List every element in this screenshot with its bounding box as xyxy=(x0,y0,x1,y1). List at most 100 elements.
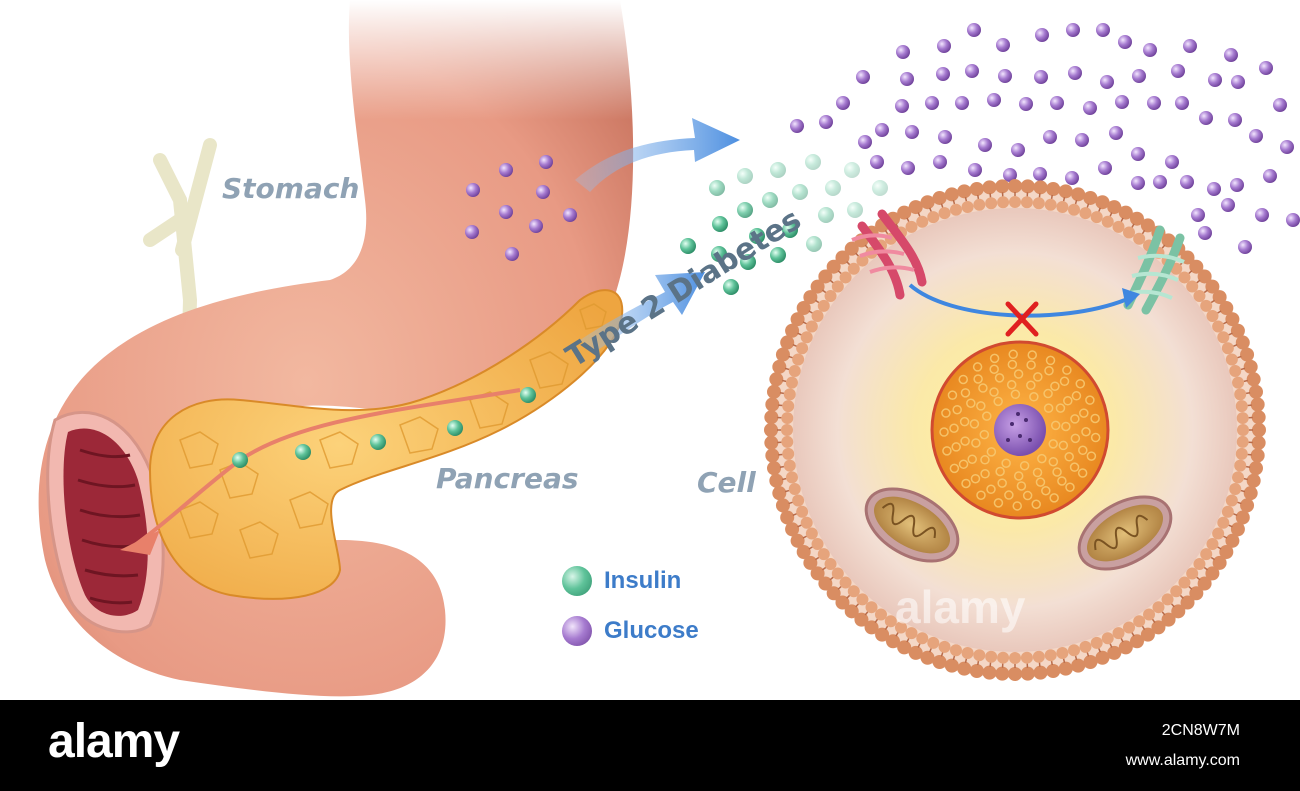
glucose-particle xyxy=(1075,133,1089,147)
glucose-particle xyxy=(996,38,1010,52)
legend-label-insulin: Insulin xyxy=(604,567,682,594)
glucose-particle xyxy=(539,155,553,169)
glucose-particle xyxy=(936,67,950,81)
glucose-particle xyxy=(1153,175,1167,189)
glucose-particle xyxy=(1034,70,1048,84)
glucose-particle xyxy=(1208,73,1222,87)
glucose-particle xyxy=(925,96,939,110)
glucose-particle xyxy=(1280,140,1294,154)
glucose-particle xyxy=(933,155,947,169)
insulin-particle xyxy=(872,180,888,196)
glucose-particle xyxy=(1115,95,1129,109)
glucose-particle xyxy=(1171,64,1185,78)
insulin-particle xyxy=(792,184,808,200)
glucose-particle xyxy=(901,161,915,175)
legend-item-glucose: Glucose xyxy=(562,606,699,656)
insulin-particle xyxy=(712,216,728,232)
duodenum-lumen xyxy=(63,428,148,616)
legend: Insulin Glucose xyxy=(562,556,699,656)
illustration: Stomach Pancreas Cell Type 2 Diabetes In… xyxy=(38,0,1300,697)
insulin-particle xyxy=(232,452,248,468)
glucose-particle xyxy=(529,219,543,233)
glucose-particle xyxy=(1131,147,1145,161)
glucose-particle xyxy=(819,115,833,129)
glucose-particle xyxy=(790,119,804,133)
stomach-glucose-group xyxy=(465,155,577,261)
glucose-particle xyxy=(1249,129,1263,143)
glucose-particle xyxy=(1066,23,1080,37)
glucose-particle xyxy=(937,39,951,53)
glucose-particle xyxy=(499,163,513,177)
insulin-particle xyxy=(723,279,739,295)
glucose-particle xyxy=(896,45,910,59)
cell xyxy=(764,179,1266,681)
glucose-particle xyxy=(1109,126,1123,140)
glucose-particle xyxy=(870,155,884,169)
insulin-particle xyxy=(770,162,786,178)
glucose-particle xyxy=(965,64,979,78)
cell-nucleolus xyxy=(994,404,1046,456)
insulin-particle xyxy=(782,222,798,238)
glucose-particle xyxy=(1191,208,1205,222)
glucose-particle xyxy=(1230,178,1244,192)
glucose-particle xyxy=(967,23,981,37)
insulin-particle xyxy=(805,154,821,170)
floating-insulin-group xyxy=(680,154,888,295)
insulin-particle xyxy=(749,228,765,244)
site-url[interactable]: www.alamy.com xyxy=(1125,752,1240,769)
glucose-particle xyxy=(1207,182,1221,196)
watermark-center: alamy xyxy=(895,581,1026,633)
glucose-particle xyxy=(1003,168,1017,182)
insulin-particle xyxy=(762,192,778,208)
glucose-particle xyxy=(998,69,1012,83)
glucose-particle xyxy=(1118,35,1132,49)
glucose-particle xyxy=(1100,75,1114,89)
insulin-particle xyxy=(711,246,727,262)
glucose-particle xyxy=(563,208,577,222)
insulin-particle xyxy=(825,180,841,196)
glucose-particle xyxy=(1263,169,1277,183)
glucose-particle xyxy=(836,96,850,110)
glucose-release-arrow xyxy=(575,118,740,192)
insulin-particle xyxy=(447,420,463,436)
anatomy-drawing xyxy=(38,0,1300,697)
glucose-particle xyxy=(1065,171,1079,185)
glucose-particle xyxy=(1180,175,1194,189)
glucose-particle xyxy=(465,225,479,239)
glucose-particle xyxy=(1132,69,1146,83)
insulin-particle xyxy=(520,387,536,403)
glucose-particle xyxy=(1221,198,1235,212)
glucose-swatch-icon xyxy=(562,616,592,646)
glucose-particle xyxy=(968,163,982,177)
insulin-particle xyxy=(844,162,860,178)
stomach-label: Stomach xyxy=(222,172,360,205)
insulin-particle xyxy=(370,434,386,450)
glucose-particle xyxy=(900,72,914,86)
glucose-particle xyxy=(1068,66,1082,80)
glucose-particle xyxy=(905,125,919,139)
insulin-swatch-icon xyxy=(562,566,592,596)
glucose-particle xyxy=(1228,113,1242,127)
glucose-particle xyxy=(1143,43,1157,57)
glucose-particle xyxy=(1050,96,1064,110)
floating-glucose-group xyxy=(790,23,1300,254)
glucose-particle xyxy=(1198,226,1212,240)
glucose-particle xyxy=(1259,61,1273,75)
glucose-particle xyxy=(1096,23,1110,37)
glucose-particle xyxy=(856,70,870,84)
glucose-particle xyxy=(858,135,872,149)
glucose-particle xyxy=(1083,101,1097,115)
alamy-logo[interactable]: alamy xyxy=(48,715,180,768)
insulin-release-arrow xyxy=(580,272,705,352)
glucose-particle xyxy=(978,138,992,152)
glucose-particle xyxy=(1273,98,1287,112)
glucose-particle xyxy=(505,247,519,261)
mitochondrion-right xyxy=(1077,495,1173,571)
glucose-particle xyxy=(895,99,909,113)
glucose-particle xyxy=(1043,130,1057,144)
insulin-particle xyxy=(737,168,753,184)
insulin-particle xyxy=(680,238,696,254)
glucose-particle xyxy=(955,96,969,110)
glucose-particle xyxy=(466,183,480,197)
blocked-mark-icon xyxy=(1005,301,1039,337)
